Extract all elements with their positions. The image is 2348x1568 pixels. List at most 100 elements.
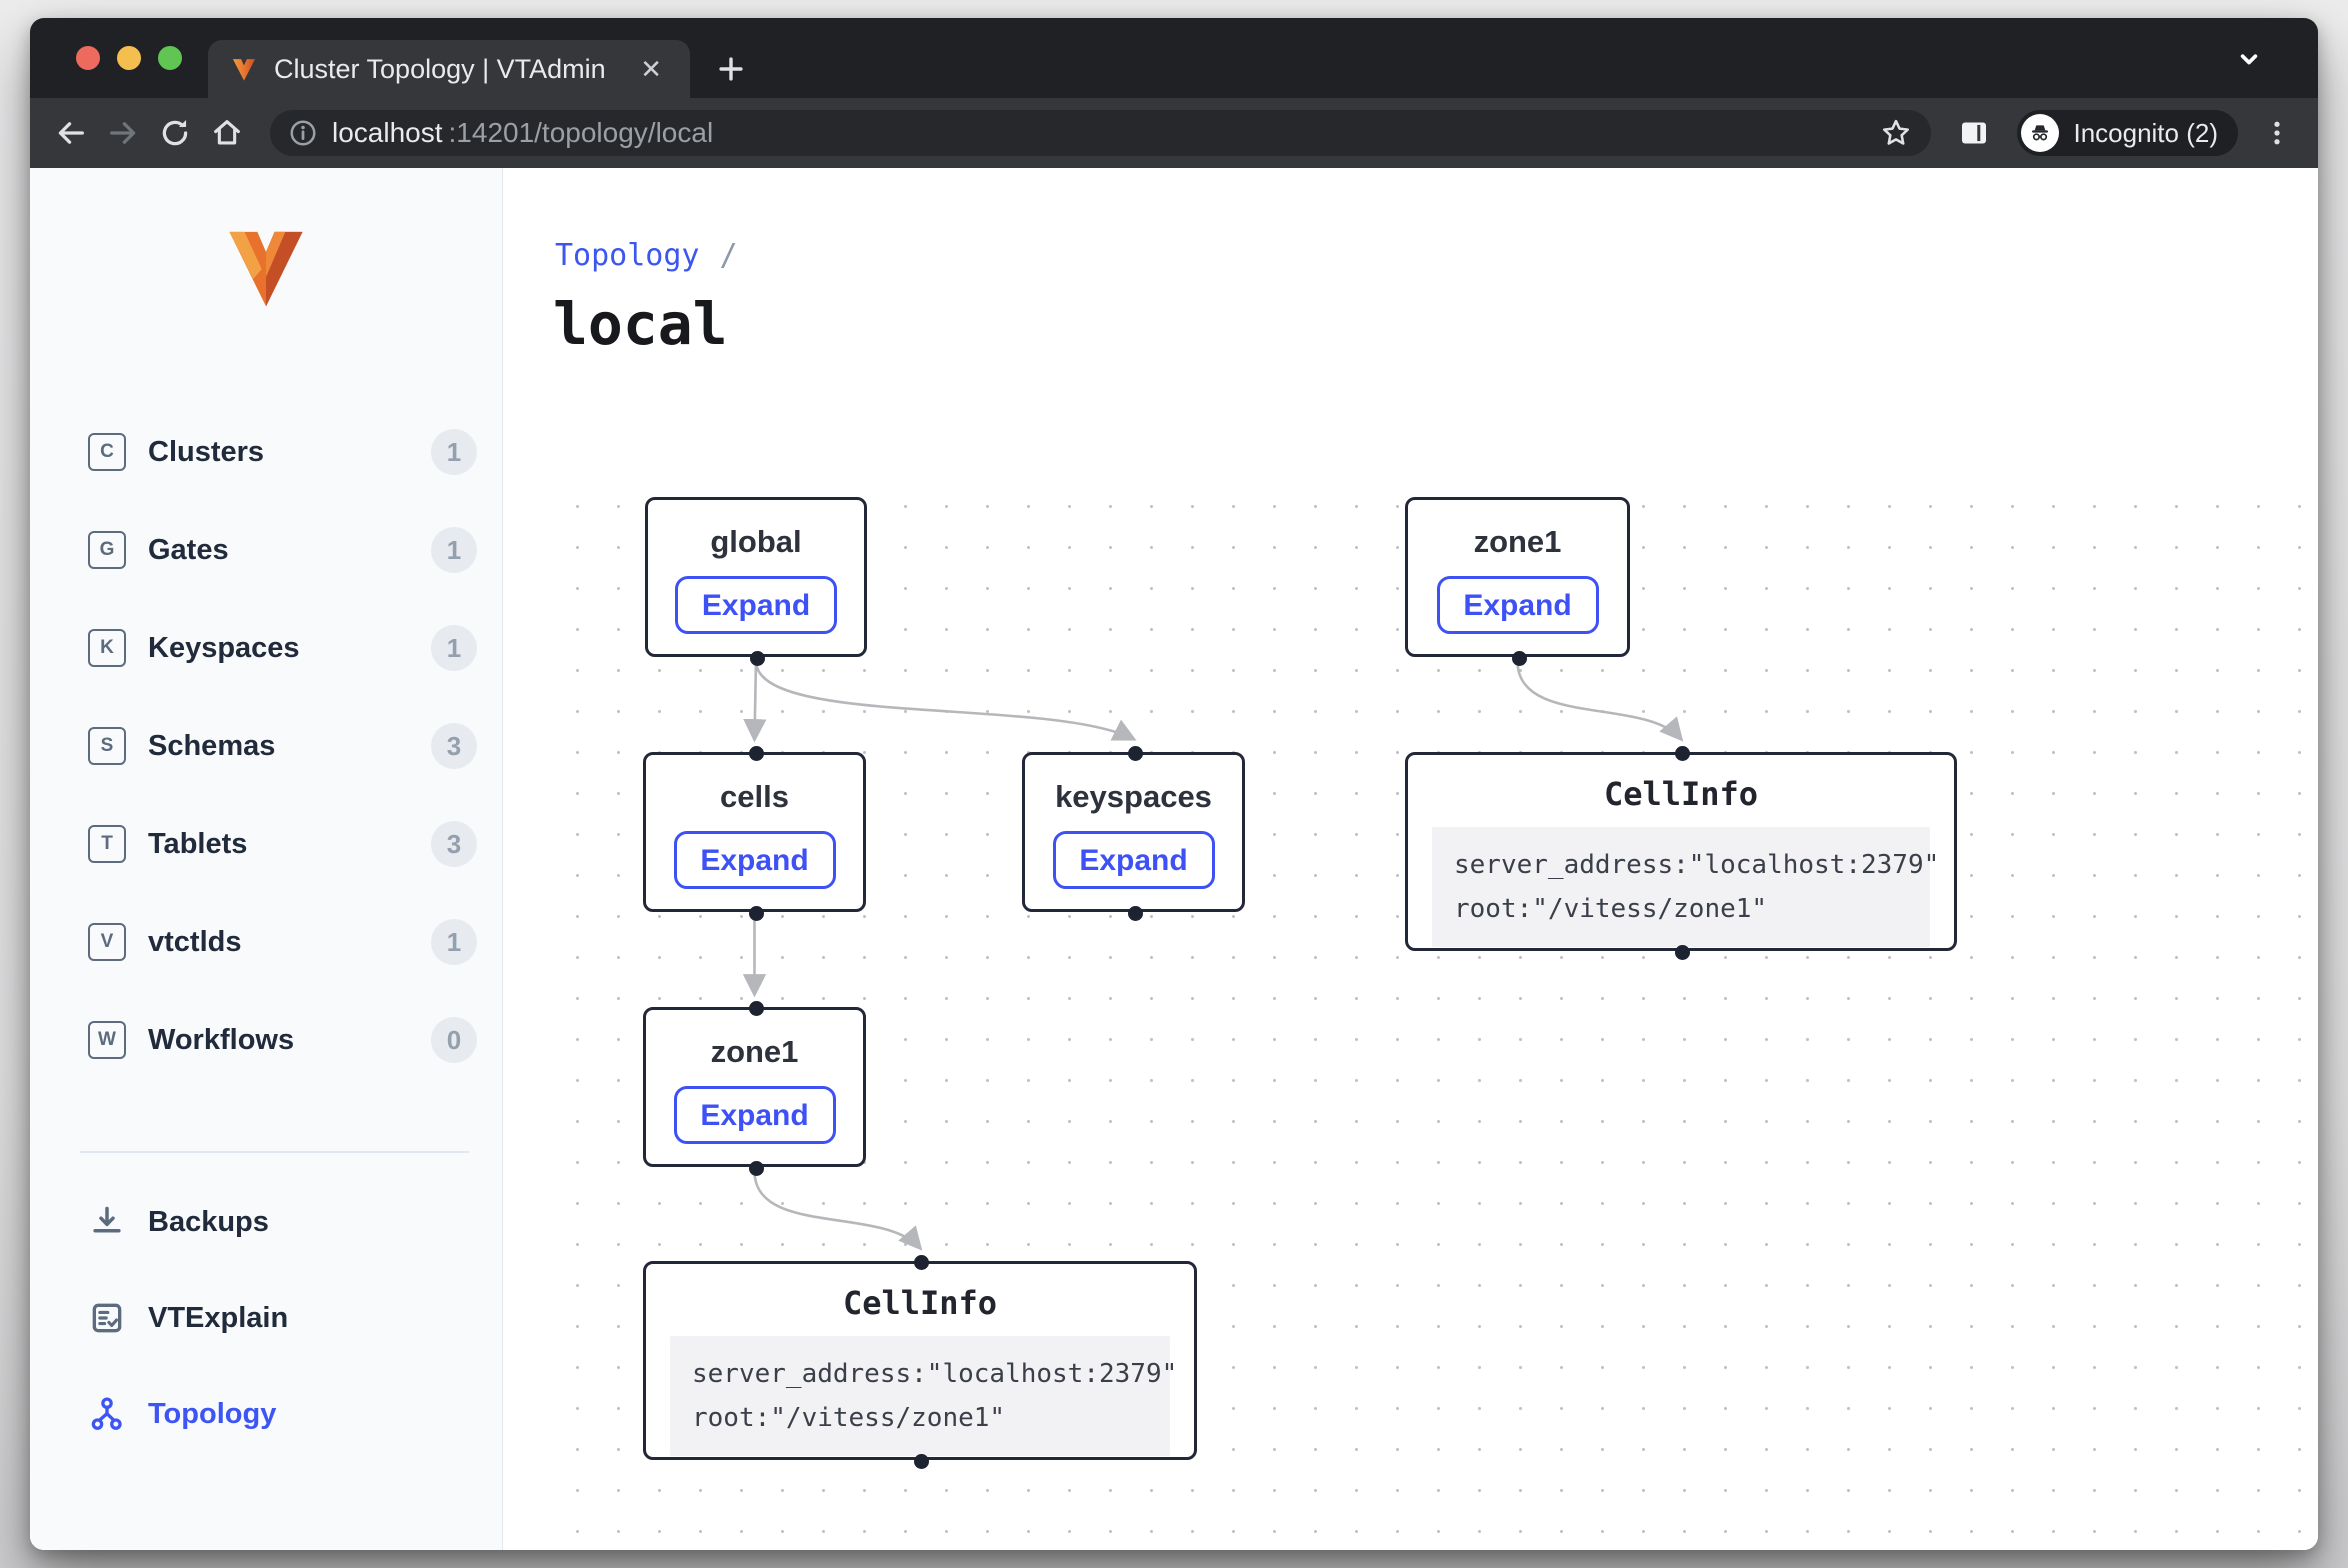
- topo-node-keyspaces: keyspacesExpand: [1022, 752, 1245, 912]
- tab-search-chevron-icon[interactable]: [2232, 42, 2266, 76]
- sidebar-item-keyspaces[interactable]: KKeyspaces1: [30, 599, 502, 697]
- expand-button[interactable]: Expand: [1437, 576, 1599, 634]
- sidebar-item-label: Backups: [148, 1206, 477, 1239]
- workflows-letter-icon: W: [88, 1021, 126, 1059]
- connection-dot-top: [749, 1001, 764, 1016]
- connection-dot-bottom: [749, 1161, 764, 1176]
- backups-icon: [88, 1203, 126, 1241]
- sidebar-item-clusters[interactable]: CClusters1: [30, 403, 502, 501]
- node-title: zone1: [646, 1034, 863, 1070]
- connection-dot-top: [1128, 746, 1143, 761]
- sidebar-item-label: VTExplain: [148, 1302, 477, 1335]
- zoom-window-button[interactable]: [158, 46, 182, 70]
- sidebar-item-workflows[interactable]: W Workflows0: [30, 991, 502, 1089]
- sidebar-item-gates[interactable]: GGates1: [30, 501, 502, 599]
- side-panel-icon[interactable]: [1951, 110, 1997, 156]
- tab-close-icon[interactable]: ✕: [634, 54, 668, 84]
- sidebar-item-label: Clusters: [148, 436, 431, 469]
- sidebar-item-label: Schemas: [148, 730, 431, 763]
- connection-dot-top: [1675, 746, 1690, 761]
- code-line: root:"/vitess/zone1": [692, 1396, 1148, 1440]
- node-title: CellInfo: [646, 1284, 1194, 1322]
- breadcrumb-topology-link[interactable]: Topology: [555, 238, 700, 273]
- gates-letter-icon: G: [88, 531, 126, 569]
- sidebar-item-label: vtctlds: [148, 926, 431, 959]
- new-tab-button[interactable]: [714, 52, 748, 86]
- tablets-letter-icon: T: [88, 825, 126, 863]
- count-badge: 1: [431, 919, 477, 965]
- topo-node-cells: cellsExpand: [643, 752, 866, 912]
- topo-node-cellinfo-bottom: CellInfo server_address:"localhost:2379"r…: [643, 1261, 1197, 1460]
- browser-window: Cluster Topology | VTAdmin ✕: [30, 18, 2318, 1550]
- breadcrumb-separator: /: [720, 238, 738, 273]
- sidebar-item-schemas[interactable]: SSchemas3: [30, 697, 502, 795]
- window-controls: [76, 46, 182, 70]
- count-badge: 3: [431, 821, 477, 867]
- url-host: localhost: [332, 117, 443, 149]
- incognito-profile-chip[interactable]: Incognito (2): [2017, 110, 2238, 156]
- sidebar-primary-nav: CClusters1GGates1KKeyspaces1SSchemas3TTa…: [30, 403, 502, 1089]
- back-button[interactable]: [48, 110, 94, 156]
- sidebar-secondary-nav: BackupsVTExplainTopology: [30, 1174, 502, 1462]
- connection-dot-bottom: [1128, 906, 1143, 921]
- clusters-letter-icon: C: [88, 433, 126, 471]
- site-info-icon[interactable]: [288, 118, 318, 148]
- browser-menu-icon[interactable]: [2254, 110, 2300, 156]
- count-badge: 3: [431, 723, 477, 769]
- browser-tab[interactable]: Cluster Topology | VTAdmin ✕: [208, 40, 690, 98]
- sidebar-item-label: Gates: [148, 534, 431, 567]
- count-badge: 0: [431, 1017, 477, 1063]
- topo-node-cellinfo-right: CellInfo server_address:"localhost:2379"r…: [1405, 752, 1957, 951]
- vtexplain-icon: [88, 1299, 126, 1337]
- code-line: server_address:"localhost:2379": [692, 1352, 1148, 1396]
- connection-dot-top: [749, 746, 764, 761]
- code-line: server_address:"localhost:2379": [1454, 843, 1908, 887]
- sidebar-item-label: Workflows: [148, 1024, 431, 1057]
- reload-button[interactable]: [152, 110, 198, 156]
- node-title: global: [648, 524, 864, 560]
- incognito-label: Incognito (2): [2073, 118, 2218, 149]
- sidebar-item-label: Keyspaces: [148, 632, 431, 665]
- topo-node-zone1-top: zone1Expand: [1405, 497, 1630, 657]
- cellinfo-code-block: server_address:"localhost:2379"root:"/vi…: [1432, 827, 1930, 947]
- code-line: root:"/vitess/zone1": [1454, 887, 1908, 931]
- home-button[interactable]: [204, 110, 250, 156]
- sidebar-item-tablets[interactable]: T Tablets3: [30, 795, 502, 893]
- sidebar-divider: [80, 1151, 469, 1153]
- sidebar-item-backups[interactable]: Backups: [30, 1174, 502, 1270]
- browser-toolbar: localhost:14201/topology/local: [30, 98, 2318, 168]
- address-bar[interactable]: localhost:14201/topology/local: [270, 110, 1931, 156]
- connection-dot-bottom: [914, 1454, 929, 1469]
- connection-dot-bottom: [1675, 945, 1690, 960]
- node-title: zone1: [1408, 524, 1627, 560]
- forward-button[interactable]: [100, 110, 146, 156]
- breadcrumb: Topology /: [555, 238, 738, 273]
- connection-dot-bottom: [749, 906, 764, 921]
- topo-node-zone1-lower: zone1Expand: [643, 1007, 866, 1167]
- sidebar-item-label: Tablets: [148, 828, 431, 861]
- connection-dot-bottom: [750, 651, 765, 666]
- tab-strip: Cluster Topology | VTAdmin ✕: [30, 18, 2318, 98]
- minimize-window-button[interactable]: [117, 46, 141, 70]
- node-title: CellInfo: [1408, 775, 1954, 813]
- expand-button[interactable]: Expand: [1053, 831, 1215, 889]
- sidebar-item-label: Topology: [148, 1398, 477, 1431]
- vitess-logo[interactable]: [30, 168, 502, 312]
- vtctlds-letter-icon: V: [88, 923, 126, 961]
- expand-button[interactable]: Expand: [675, 576, 837, 634]
- sidebar-item-vtctlds[interactable]: Vvtctlds1: [30, 893, 502, 991]
- sidebar-item-vtexplain[interactable]: VTExplain: [30, 1270, 502, 1366]
- main-panel: Topology / local globalExpandzone1Expand…: [503, 168, 2318, 1550]
- expand-button[interactable]: Expand: [674, 831, 836, 889]
- sidebar-item-topology[interactable]: Topology: [30, 1366, 502, 1462]
- count-badge: 1: [431, 625, 477, 671]
- node-title: cells: [646, 779, 863, 815]
- close-window-button[interactable]: [76, 46, 100, 70]
- node-title: keyspaces: [1025, 779, 1242, 815]
- connection-dot-bottom: [1512, 651, 1527, 666]
- bookmark-star-icon[interactable]: [1879, 116, 1913, 150]
- tab-title: Cluster Topology | VTAdmin: [274, 54, 618, 85]
- expand-button[interactable]: Expand: [674, 1086, 836, 1144]
- topo-node-global: globalExpand: [645, 497, 867, 657]
